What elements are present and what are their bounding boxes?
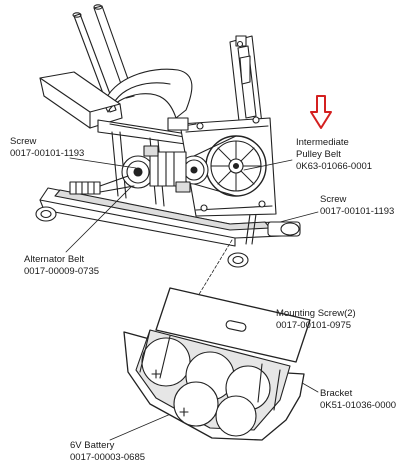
- callout-name-line1: Intermediate: [296, 137, 349, 148]
- callout-name: Mounting Screw(2): [276, 308, 356, 319]
- callout-part-number: 0017-00101-0975: [276, 320, 352, 331]
- callout-part-number: 0017-00101-1193: [10, 148, 85, 159]
- callout-bracket: Bracket 0K51-01036-0000: [320, 388, 396, 412]
- bike-frame: [35, 4, 301, 268]
- callout-part-number: 0017-00009-0735: [24, 266, 100, 277]
- callout-intermediate-pulley-belt: Intermediate Pulley Belt 0K63-01066-0001: [296, 137, 372, 173]
- callout-name-line2: Pulley Belt: [296, 149, 341, 160]
- callout-name: Bracket: [320, 388, 353, 399]
- callout-part-number: 0K63-01066-0001: [296, 161, 373, 172]
- battery-box: [123, 287, 311, 441]
- callout-screw-right: Screw 0017-00101-1193: [320, 194, 394, 218]
- red-down-arrow-icon: [310, 95, 332, 129]
- callout-name: Alternator Belt: [24, 254, 85, 265]
- callout-mounting-screw: Mounting Screw(2) 0017-00101-0975: [276, 308, 356, 332]
- callout-name: Screw: [320, 194, 347, 205]
- callout-part-number: 0017-00101-1193: [320, 206, 395, 217]
- callout-part-number: 0017-00003-0685: [70, 452, 146, 463]
- callout-part-number: 0K51-01036-0000: [320, 400, 397, 411]
- callout-screw-left: Screw 0017-00101-1193: [10, 136, 84, 160]
- callout-name: Screw: [10, 136, 37, 147]
- battery-cells: [141, 337, 271, 437]
- callout-alternator-belt: Alternator Belt 0017-00009-0735: [24, 254, 99, 278]
- callout-6v-battery: 6V Battery 0017-00003-0685: [70, 440, 145, 464]
- callout-name: 6V Battery: [70, 440, 115, 451]
